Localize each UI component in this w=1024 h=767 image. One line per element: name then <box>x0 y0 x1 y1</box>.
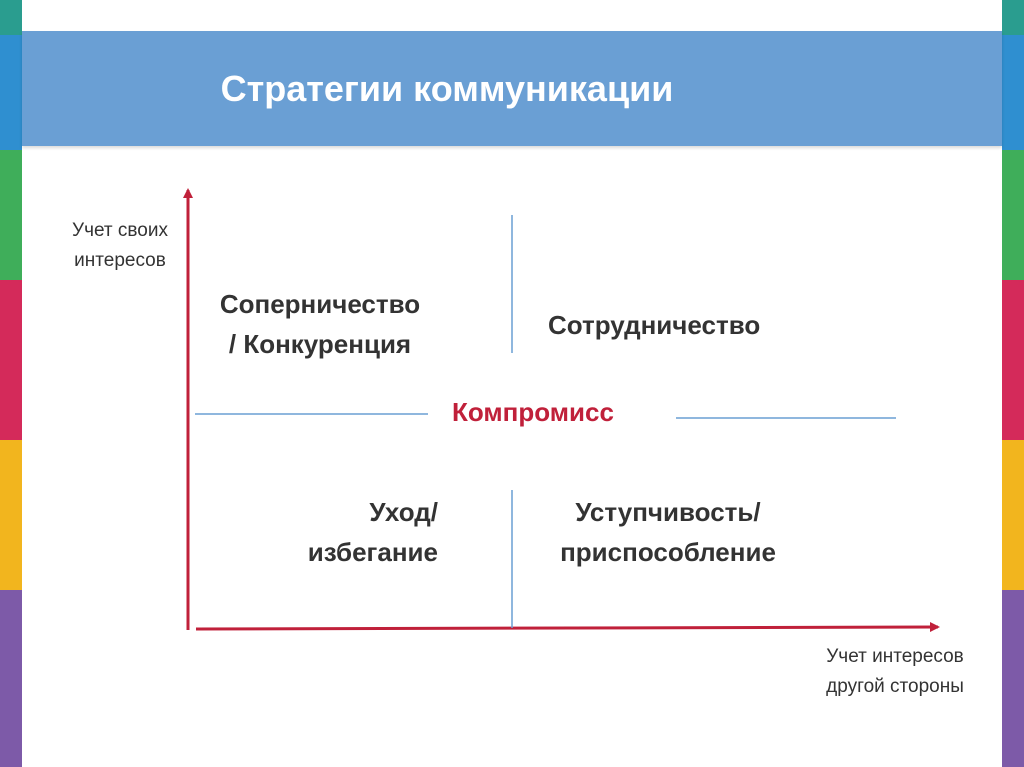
quadrant-competition: Соперничество / Конкуренция <box>200 284 440 364</box>
quadrant-accommodation: Уступчивость/ приспособление <box>540 492 796 572</box>
y-axis-label-line-2: интересов <box>74 250 166 271</box>
quadrant-competition-line-2: / Конкуренция <box>228 329 412 359</box>
stripe-teal <box>0 0 22 35</box>
slide: Стратегии коммуникации <box>22 0 1002 767</box>
stripe-red <box>0 280 22 440</box>
x-axis <box>195 622 940 633</box>
quadrant-competition-line-1: Соперничество <box>219 289 421 319</box>
stripe-yellow <box>0 440 22 590</box>
title-bar: Стратегии коммуникации <box>22 31 1002 146</box>
quadrant-avoidance-line-1: Уход/ <box>369 497 438 527</box>
y-axis-label-line-1: Учет своих <box>72 220 168 241</box>
x-axis-label-line-2: другой стороны <box>826 676 964 697</box>
y-axis-label: Учет своих интересов <box>55 216 185 276</box>
quadrant-collaboration: Сотрудничество <box>548 310 761 340</box>
stripe-blue <box>1002 35 1024 150</box>
right-decor-stripes <box>1002 0 1024 767</box>
stripe-green <box>0 150 22 280</box>
stripe-blue <box>0 35 22 150</box>
slide-title: Стратегии коммуникации <box>220 67 674 109</box>
quadrant-compromise: Компромисс <box>452 397 614 427</box>
quadrant-avoidance-line-2: избегание <box>307 537 438 567</box>
x-axis-label: Учет интересов другой стороны <box>800 642 990 702</box>
stripe-purple <box>0 590 22 767</box>
stripe-yellow <box>1002 440 1024 590</box>
x-axis-label-line-1: Учет интересов <box>826 646 964 667</box>
stripe-teal <box>1002 0 1024 35</box>
stripe-red <box>1002 280 1024 440</box>
left-decor-stripes <box>0 0 22 767</box>
quadrant-avoidance: Уход/ избегание <box>230 492 438 572</box>
quadrant-accommodation-line-2: приспособление <box>560 537 776 567</box>
stripe-purple <box>1002 590 1024 767</box>
stripe-green <box>1002 150 1024 280</box>
quadrant-accommodation-line-1: Уступчивость/ <box>575 497 761 527</box>
